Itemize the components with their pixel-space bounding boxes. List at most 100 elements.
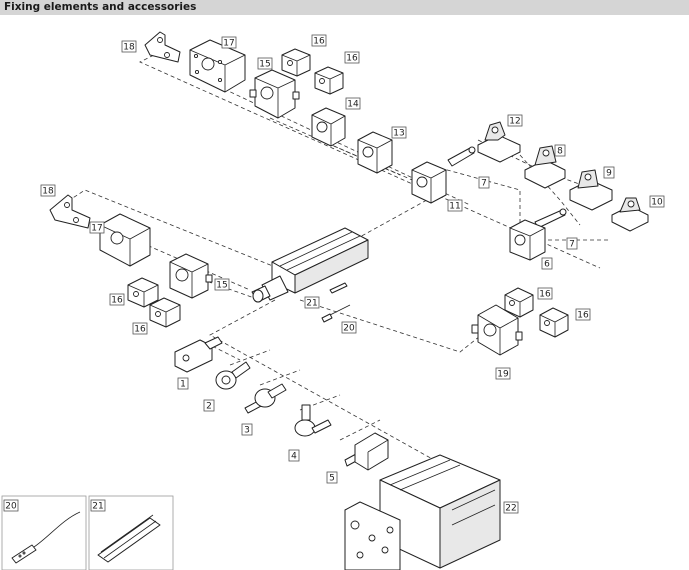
pivot-block-16-left-a xyxy=(127,277,159,308)
part-label-9: 9 xyxy=(603,166,615,179)
part-label-box xyxy=(241,423,253,436)
part-label-20: 20 xyxy=(3,499,19,512)
pivot-bracket-8 xyxy=(524,145,566,189)
part-label-text: 20 xyxy=(5,502,17,512)
part-label-20: 20 xyxy=(341,321,357,334)
part-label-box xyxy=(345,97,361,110)
part-label-text: 21 xyxy=(92,502,103,512)
part-label-6: 6 xyxy=(541,257,553,270)
part-label-text: 22 xyxy=(505,504,516,514)
part-label-text: 3 xyxy=(244,426,250,436)
part-label-box xyxy=(90,499,106,512)
slot-cover-small xyxy=(329,282,348,294)
part-label-text: 4 xyxy=(291,452,297,462)
part-label-text: 20 xyxy=(343,324,355,334)
guide-unit-22 xyxy=(344,454,501,570)
part-label-15: 15 xyxy=(214,278,230,291)
part-label-text: 19 xyxy=(497,370,509,380)
part-label-18: 18 xyxy=(121,40,137,53)
part-label-box xyxy=(537,287,553,300)
pivot-pin-7-lower xyxy=(534,208,567,229)
part-label-1: 1 xyxy=(177,377,189,390)
rod-eye-2 xyxy=(215,361,251,390)
part-label-box xyxy=(40,184,56,197)
part-label-box xyxy=(109,293,125,306)
part-label-box xyxy=(89,221,105,234)
flange-13 xyxy=(357,131,393,174)
part-label-box xyxy=(554,144,566,157)
part-label-17: 17 xyxy=(89,221,105,234)
part-label-16: 16 xyxy=(109,293,125,306)
part-label-16: 16 xyxy=(575,308,591,321)
part-label-box xyxy=(177,377,189,390)
part-label-text: 7 xyxy=(569,240,575,250)
trunnion-flange-15-left xyxy=(169,253,213,299)
part-label-text: 16 xyxy=(111,296,123,306)
part-label-text: 6 xyxy=(544,260,550,270)
part-label-text: 17 xyxy=(223,39,234,49)
foot-mounting-bracket-18-top xyxy=(144,31,181,63)
part-label-text: 21 xyxy=(306,299,317,309)
part-label-box xyxy=(391,126,407,139)
part-label-16: 16 xyxy=(537,287,553,300)
part-label-14: 14 xyxy=(345,97,361,110)
flange-11 xyxy=(411,161,447,204)
part-label-7: 7 xyxy=(566,237,578,250)
part-label-box xyxy=(121,40,137,53)
trunnion-flange-15-top xyxy=(249,69,300,119)
part-label-text: 5 xyxy=(329,474,335,484)
part-label-21: 21 xyxy=(90,499,106,512)
part-label-12: 12 xyxy=(507,114,523,127)
part-label-4: 4 xyxy=(288,449,300,462)
part-label-text: 8 xyxy=(557,147,563,157)
part-label-text: 16 xyxy=(313,37,325,47)
flange-plate-17-top xyxy=(189,39,246,93)
part-label-18: 18 xyxy=(40,184,56,197)
part-label-box xyxy=(575,308,591,321)
part-label-text: 16 xyxy=(134,325,146,335)
part-label-box xyxy=(341,321,357,334)
part-label-8: 8 xyxy=(554,144,566,157)
part-label-box xyxy=(447,199,463,212)
part-label-box xyxy=(214,278,230,291)
section-title: Fixing elements and accessories xyxy=(4,1,197,13)
part-label-16: 16 xyxy=(344,51,360,64)
part-label-19: 19 xyxy=(495,367,511,380)
rod-clevis-1 xyxy=(174,336,223,373)
part-label-17: 17 xyxy=(221,36,237,49)
part-label-text: 18 xyxy=(123,43,135,53)
pivot-pin-7-top xyxy=(447,146,476,167)
part-label-box xyxy=(649,195,665,208)
part-label-box xyxy=(132,322,148,335)
pivot-block-16-right-a xyxy=(504,287,534,318)
floating-coupler-5 xyxy=(344,432,389,471)
part-label-text: 15 xyxy=(216,281,227,291)
part-label-box xyxy=(221,36,237,49)
part-label-box xyxy=(603,166,615,179)
part-label-text: 12 xyxy=(509,117,520,127)
part-label-box xyxy=(541,257,553,270)
part-label-3: 3 xyxy=(241,423,253,436)
sensor-small xyxy=(321,304,351,323)
part-label-text: 16 xyxy=(577,311,589,321)
flange-6 xyxy=(509,219,546,261)
part-label-box xyxy=(507,114,523,127)
part-label-box xyxy=(3,499,19,512)
pivot-bracket-9 xyxy=(569,169,613,211)
part-label-text: 1 xyxy=(180,380,186,390)
part-label-text: 15 xyxy=(259,60,270,70)
pivot-block-16-right-b xyxy=(539,307,569,338)
part-label-15: 15 xyxy=(257,57,273,70)
part-label-text: 14 xyxy=(347,100,359,110)
part-label-box xyxy=(288,449,300,462)
flange-14 xyxy=(311,107,346,147)
part-label-box xyxy=(566,237,578,250)
part-label-text: 10 xyxy=(651,198,663,208)
part-label-box xyxy=(344,51,360,64)
section-header-bar: Fixing elements and accessories xyxy=(0,0,689,15)
part-label-box xyxy=(304,296,320,309)
part-label-text: 7 xyxy=(481,179,487,189)
part-label-text: 18 xyxy=(42,187,54,197)
part-label-text: 2 xyxy=(206,402,212,412)
